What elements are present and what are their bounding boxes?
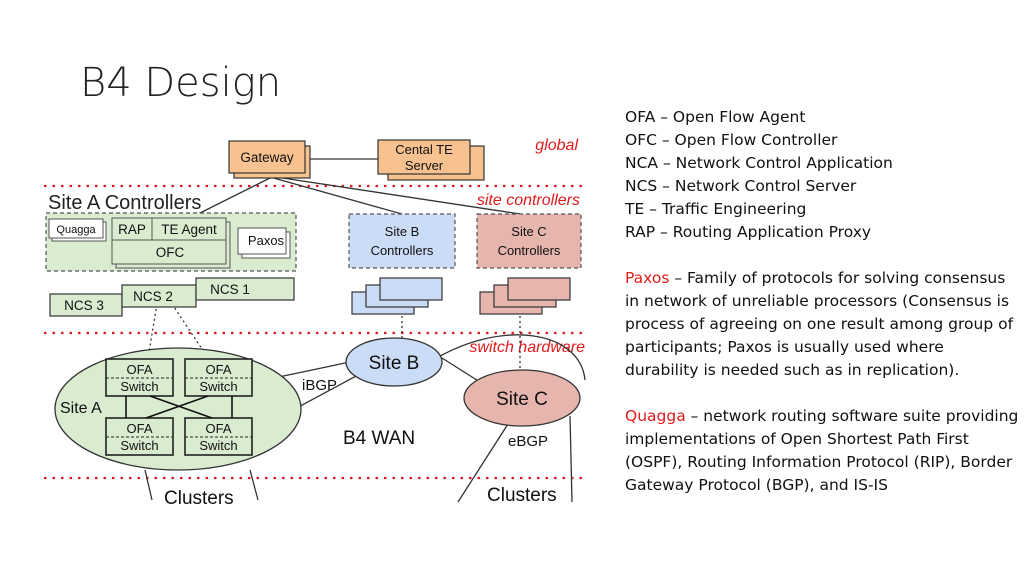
ncs-1-box: [195, 277, 295, 301]
site-a-controllers-title: Site A Controllers: [48, 192, 201, 214]
quagga-description: – network routing software suite providi…: [625, 407, 1019, 494]
line-ncs-switch-2: [171, 303, 209, 359]
quagga-note: Quagga – network routing software suite …: [625, 405, 1020, 497]
ofa-switch-2-label-2: Switch: [199, 379, 237, 394]
ofa-switch-4-label-1: OFA: [205, 421, 231, 436]
line-siteb-sitec: [441, 357, 481, 383]
site-c-node: Site C: [463, 369, 581, 427]
definition-te: TE – Traffic Engineering: [625, 200, 807, 218]
ncs-2-label: NCS 2: [133, 289, 173, 304]
site-b-node: Site B: [345, 337, 443, 387]
ofa-switch-4: OFA Switch: [184, 417, 253, 456]
site-b-label: Site B: [369, 353, 420, 374]
ofc-label: OFC: [156, 245, 185, 260]
line-sitec-cluster-2: [569, 415, 573, 503]
line-gateway-site-b: [269, 176, 403, 215]
site-b-controllers-label-1: Site B: [385, 224, 420, 239]
paxos-label: Paxos: [248, 233, 285, 248]
line-sitec-cluster-1: [457, 423, 509, 503]
ofa-switch-3-label-1: OFA: [126, 421, 152, 436]
layer-label-site-controllers: site controllers: [477, 192, 580, 209]
site-c-controllers-label-2: Controllers: [498, 243, 561, 258]
site-b-controllers-label-2: Controllers: [371, 243, 434, 258]
line-sitec-curve: [429, 334, 586, 381]
definition-rap: RAP – Routing Application Proxy: [625, 223, 872, 241]
definition-ncs: NCS – Network Control Server: [625, 177, 857, 195]
ncs-1-label: NCS 1: [210, 282, 250, 297]
gateway-label: Gateway: [240, 150, 294, 165]
site-a-switches: Site A OFA Switch OFA Switch OFA Switch …: [54, 347, 302, 471]
site-c-label: Site C: [496, 389, 548, 410]
gateway-box: Gateway: [228, 140, 311, 179]
ibgp-label: iBGP: [302, 377, 337, 394]
line-gateway-site-c: [275, 176, 521, 215]
definition-nca: NCA – Network Control Application: [625, 154, 893, 172]
switch-crosslinks: [125, 395, 233, 419]
ofa-switch-1-label-1: OFA: [126, 362, 152, 377]
ncs-boxes: NCS 3 NCS 2 NCS 1: [49, 277, 295, 317]
clusters-label-right: Clusters: [487, 485, 557, 506]
slide-title: B4 Design: [80, 60, 282, 106]
line-sitea-cluster-2: [249, 469, 259, 501]
ofa-switch-1: OFA Switch: [105, 358, 174, 397]
quagga-label: Quagga: [56, 224, 96, 236]
site-a-label: Site A: [60, 400, 102, 417]
site-c-controllers-label-1: Site C: [511, 224, 546, 239]
b4-architecture-diagram: global site controllers switch hardware …: [44, 137, 586, 509]
ncs-3-label: NCS 3: [64, 298, 104, 313]
quagga-term: Quagga: [625, 407, 686, 425]
ofa-switch-2: OFA Switch: [184, 358, 253, 397]
line-sitea-cluster-1: [144, 469, 153, 501]
connection-lines: [144, 158, 586, 503]
te-agent-label: TE Agent: [161, 222, 217, 237]
ofa-switch-4-label-2: Switch: [199, 438, 237, 453]
site-b-controllers: Site B Controllers: [348, 213, 456, 315]
ofa-switch-3-label-2: Switch: [120, 438, 158, 453]
b4-wan-label: B4 WAN: [343, 428, 415, 449]
definition-ofa: OFA – Open Flow Agent: [625, 108, 806, 126]
ofa-switch-2-label-1: OFA: [205, 362, 231, 377]
layer-label-switch-hardware: switch hardware: [469, 339, 585, 356]
notes-panel: OFA – Open Flow Agent OFC – Open Flow Co…: [625, 106, 1020, 497]
paxos-term: Paxos: [625, 269, 670, 287]
ofa-switch-3: OFA Switch: [105, 417, 174, 456]
layer-separators: [44, 184, 586, 480]
ebgp-label: eBGP: [508, 433, 548, 450]
clusters-label-left: Clusters: [164, 488, 234, 509]
definition-ofc: OFC – Open Flow Controller: [625, 131, 838, 149]
site-a-controllers-box: Quagga RAP TE Agent OFC Paxos: [45, 212, 297, 272]
paxos-note: Paxos – Family of protocols for solving …: [625, 267, 1020, 382]
line-gateway-site-a: [193, 176, 273, 217]
rap-label: RAP: [118, 222, 146, 237]
layer-label-global: global: [535, 137, 578, 154]
te-server-label-2: Server: [405, 158, 444, 173]
ofa-switch-1-label-2: Switch: [120, 379, 158, 394]
te-server-label-1: Cental TE: [395, 142, 453, 157]
te-server-box: Cental TE Server: [377, 139, 485, 181]
site-c-controllers: Site C Controllers: [476, 213, 582, 315]
paxos-description: – Family of protocols for solving consen…: [625, 269, 1014, 379]
